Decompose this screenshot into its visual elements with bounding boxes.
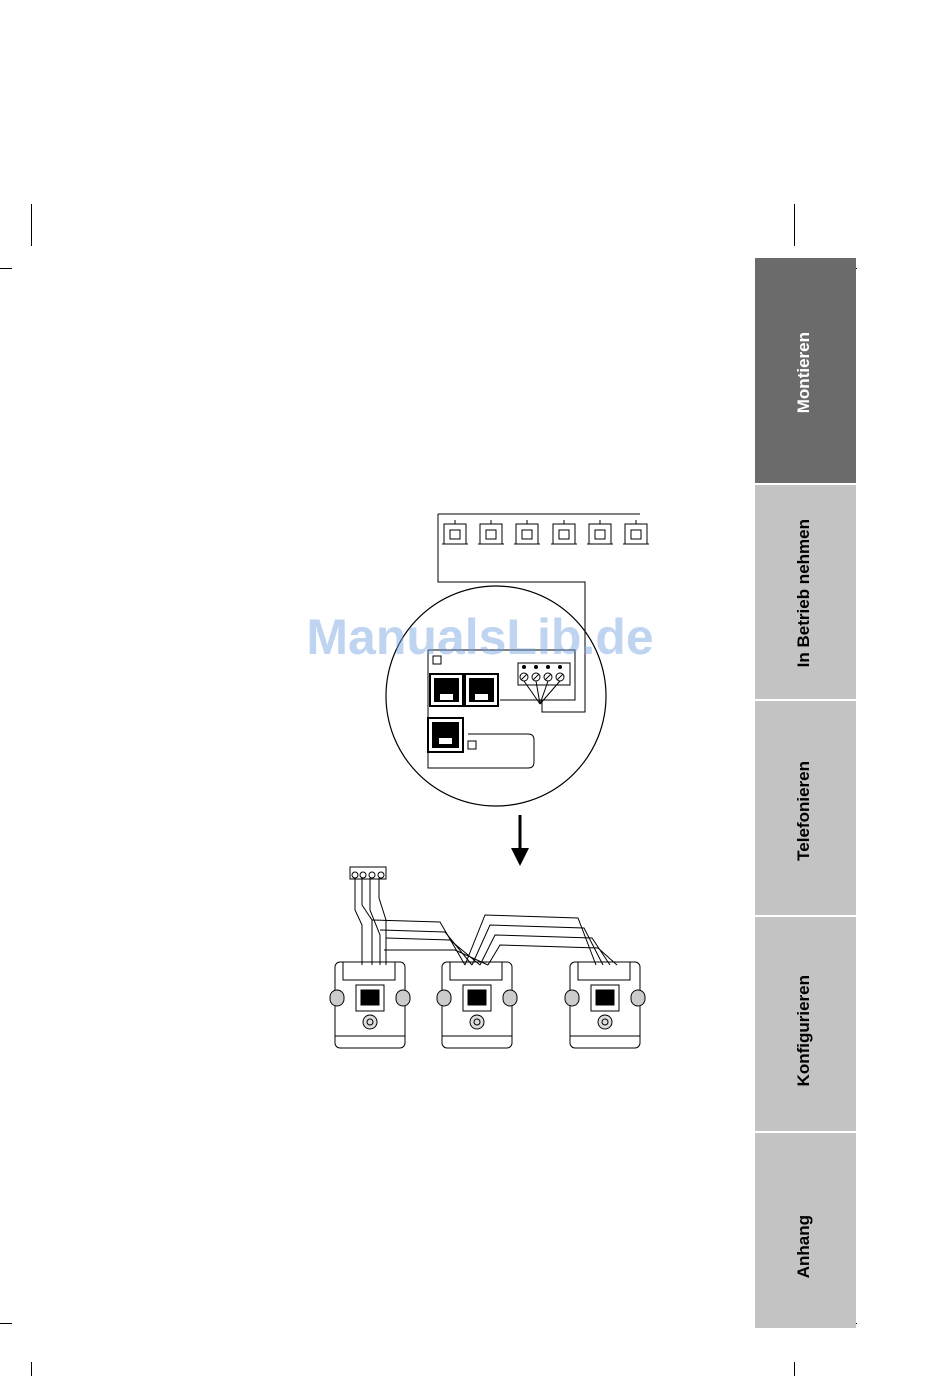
small-terminal-block bbox=[350, 867, 386, 879]
jack-row bbox=[442, 520, 649, 544]
wall-socket-1 bbox=[330, 962, 410, 1048]
down-arrow-icon bbox=[511, 815, 529, 866]
watermark: ManualsLib.de bbox=[290, 608, 670, 666]
wall-socket-3 bbox=[565, 962, 645, 1048]
screw-terminals bbox=[520, 666, 564, 682]
wall-socket-2 bbox=[437, 962, 517, 1048]
rj-socket-pair bbox=[430, 674, 498, 706]
rj-socket-single bbox=[428, 718, 463, 752]
